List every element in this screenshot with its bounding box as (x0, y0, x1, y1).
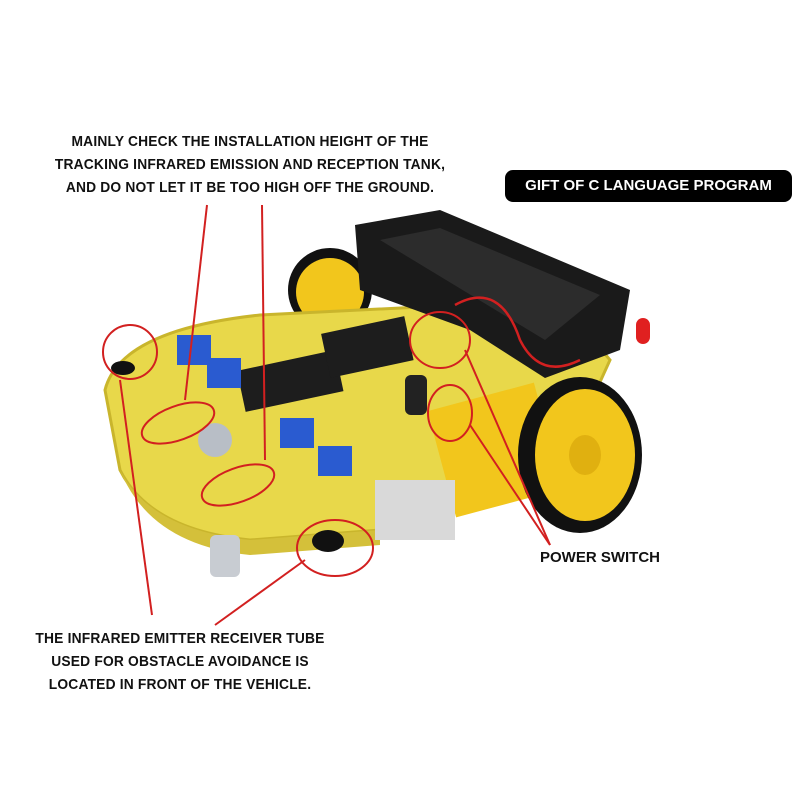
power-switch-label: POWER SWITCH (540, 549, 660, 566)
motor (375, 480, 455, 540)
note-line: USED FOR OBSTACLE AVOIDANCE IS (51, 653, 309, 670)
potentiometer (318, 446, 352, 476)
tracking-height-note: MAINLY CHECK THE INSTALLATION HEIGHT OF … (29, 130, 471, 199)
note-line: MAINLY CHECK THE INSTALLATION HEIGHT OF … (71, 133, 429, 150)
ir-receiver (210, 535, 240, 577)
annotation-markers (102, 204, 551, 626)
potentiometer (177, 335, 211, 365)
ir-emitter (312, 530, 344, 552)
note-line: LOCATED IN FRONT OF THE VEHICLE. (48, 676, 312, 693)
obstacle-sensor-note: THE INFRARED EMITTER RECEIVER TUBE USED … (14, 627, 345, 696)
note-line: TRACKING INFRARED EMISSION AND RECEPTION… (54, 156, 446, 173)
red-led (636, 318, 650, 344)
note-line: AND DO NOT LET IT BE TOO HIGH OFF THE GR… (65, 179, 435, 196)
red-wire (454, 296, 581, 368)
capacitor (405, 375, 427, 415)
caster-ball (198, 423, 232, 457)
potentiometer (207, 358, 241, 388)
tracking-sensor (111, 361, 135, 375)
note-line: THE INFRARED EMITTER RECEIVER TUBE (35, 630, 325, 647)
potentiometer (280, 418, 314, 448)
c-program-badge: GIFT OF C LANGUAGE PROGRAM (505, 170, 792, 202)
ic-chip (321, 316, 414, 378)
